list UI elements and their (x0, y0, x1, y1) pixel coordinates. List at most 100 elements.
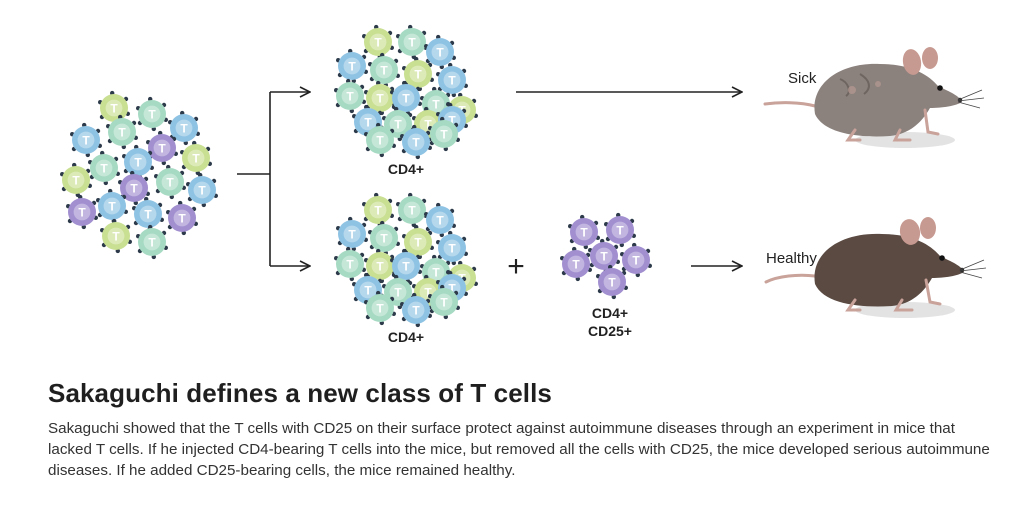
svg-text:T: T (198, 184, 206, 198)
healthy-mouse-eye (939, 255, 945, 261)
sick-mouse-eye (937, 85, 943, 91)
svg-text:T: T (144, 208, 152, 222)
svg-text:T: T (572, 258, 580, 272)
label-healthy: Healthy (766, 250, 817, 267)
svg-text:T: T (134, 156, 142, 170)
t-cell: T (402, 56, 434, 92)
svg-text:T: T (108, 200, 116, 214)
svg-text:T: T (432, 266, 440, 280)
t-cell: T (368, 52, 400, 88)
t-cell: T (364, 290, 396, 326)
svg-text:T: T (380, 64, 388, 78)
svg-text:T: T (414, 68, 422, 82)
t-cell: T (154, 164, 186, 200)
t-cell: T (604, 212, 636, 248)
t-cell: T (60, 162, 93, 198)
t-cell: T (146, 130, 178, 166)
t-cell: T (136, 96, 168, 132)
svg-text:T: T (412, 136, 420, 150)
t-cell: T (336, 48, 368, 84)
t-cell: T (180, 140, 212, 176)
svg-text:T: T (100, 162, 108, 176)
t-cell: T (568, 214, 600, 250)
svg-text:T: T (448, 282, 456, 296)
healthy-mouse (764, 217, 987, 318)
svg-text:T: T (346, 90, 354, 104)
t-cell: T (424, 202, 456, 238)
svg-text:T: T (180, 122, 188, 136)
svg-text:T: T (580, 226, 588, 240)
sick-mouse-body (814, 63, 962, 137)
t-cell: T (334, 246, 366, 282)
t-cell: T (336, 216, 368, 252)
t-cell: T (428, 284, 460, 320)
t-cell: T (96, 188, 128, 224)
t-cell: T (88, 150, 121, 186)
t-cell: T (168, 110, 200, 146)
svg-text:T: T (402, 260, 410, 274)
t-cell: T (402, 224, 434, 260)
label-cd4-top: CD4+ (388, 161, 424, 177)
t-cell: T (390, 80, 422, 116)
sick-mouse-ear (902, 49, 922, 75)
svg-text:T: T (408, 36, 416, 50)
svg-text:T: T (436, 46, 444, 60)
svg-text:T: T (178, 212, 186, 226)
label-cd4-cd25-line2: CD25+ (588, 323, 632, 339)
svg-text:T: T (376, 302, 384, 316)
t-cell: T (424, 34, 456, 70)
svg-text:T: T (348, 228, 356, 242)
t-cell: T (362, 24, 394, 60)
caption-title: Sakaguchi defines a new class of T cells (48, 378, 552, 408)
svg-text:T: T (408, 204, 416, 218)
svg-text:T: T (394, 286, 402, 300)
t-cell: T (118, 170, 150, 206)
svg-text:T: T (600, 250, 608, 264)
svg-text:T: T (148, 108, 156, 122)
t-cell: T (186, 172, 218, 208)
t-cell: T (166, 200, 198, 236)
plus-sign: + (507, 250, 525, 283)
t-cell: T (436, 230, 468, 266)
t-cell: T (364, 248, 396, 284)
svg-text:T: T (148, 236, 156, 250)
svg-text:T: T (130, 182, 138, 196)
svg-text:T: T (192, 152, 200, 166)
t-cell: T (132, 196, 164, 232)
svg-text:T: T (72, 174, 80, 188)
svg-text:T: T (348, 60, 356, 74)
branch-arrows (237, 92, 742, 266)
svg-text:T: T (394, 118, 402, 132)
svg-text:T: T (608, 276, 616, 290)
svg-text:T: T (82, 134, 90, 148)
svg-text:T: T (380, 232, 388, 246)
svg-text:T: T (166, 176, 174, 190)
label-cd4-cd25-line1: CD4+ (592, 305, 628, 321)
t-cell: T (368, 220, 400, 256)
svg-text:T: T (376, 260, 384, 274)
svg-text:T: T (374, 204, 382, 218)
svg-text:T: T (632, 254, 640, 268)
t-cell: T (70, 122, 103, 158)
svg-text:T: T (376, 134, 384, 148)
t-cell: T (100, 218, 132, 254)
label-cd4-bottom: CD4+ (388, 329, 424, 345)
t-cell: T (588, 238, 620, 274)
healthy-mouse-body (814, 233, 964, 307)
caption-body: Sakaguchi showed that the T cells with C… (48, 420, 990, 479)
svg-text:T: T (436, 214, 444, 228)
svg-text:T: T (110, 102, 118, 116)
t-cell: T (390, 248, 422, 284)
svg-text:T: T (78, 206, 86, 220)
svg-text:T: T (440, 296, 448, 310)
t-cell: T (400, 292, 432, 328)
t-cell: T (400, 124, 432, 160)
t-cell: T (122, 144, 154, 180)
svg-text:T: T (374, 36, 382, 50)
t-cell: T (98, 90, 130, 126)
t-cell: T (396, 192, 428, 228)
label-sick: Sick (788, 70, 817, 87)
